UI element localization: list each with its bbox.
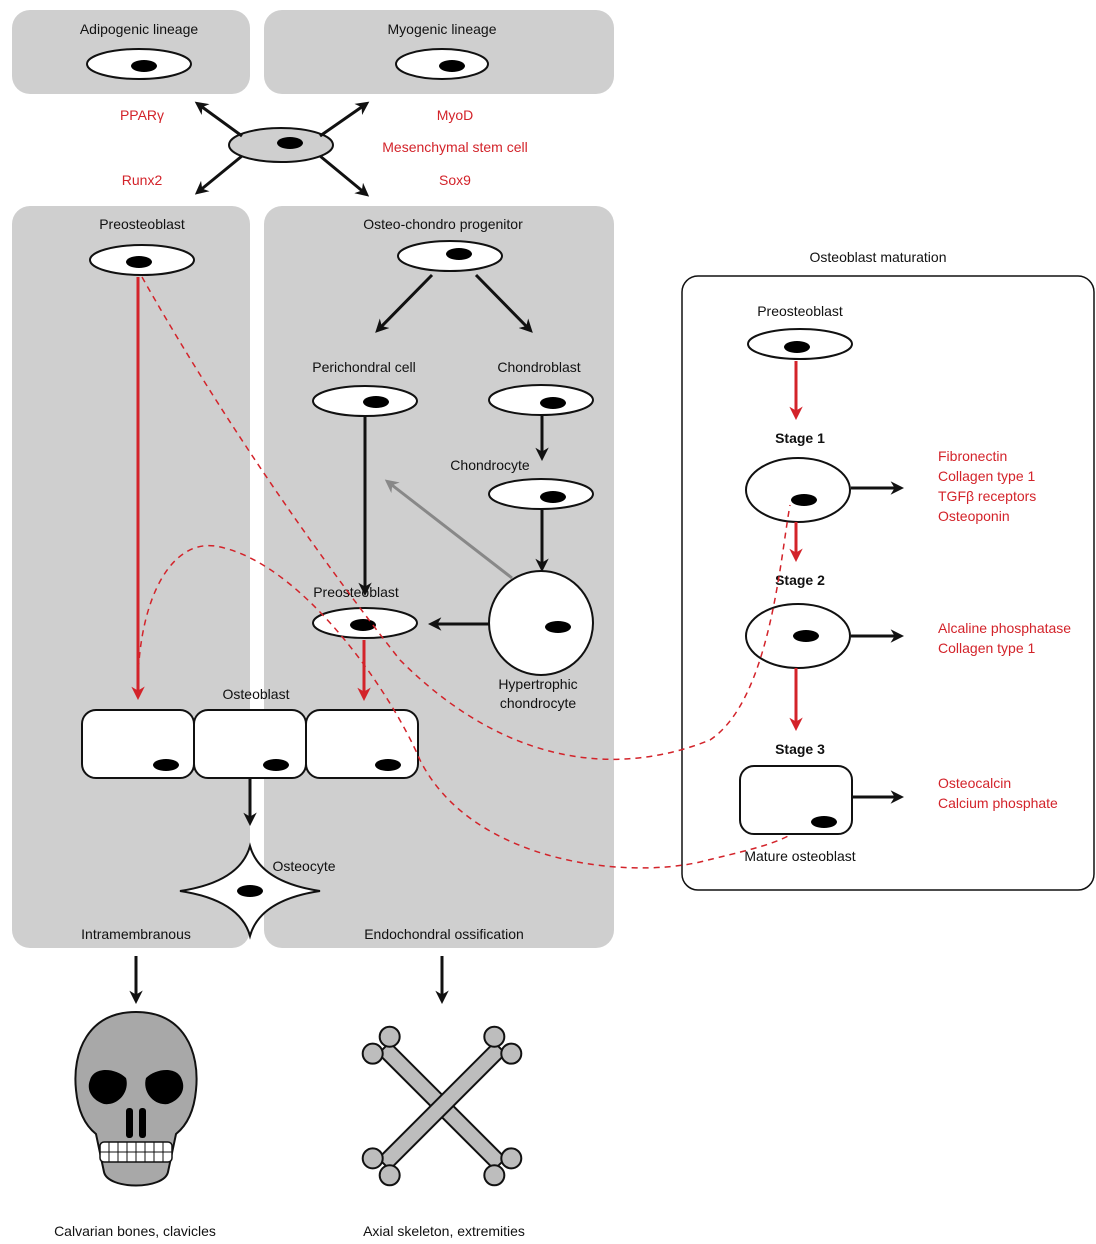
maturation-preosteoblast-nucleus	[784, 341, 810, 353]
myocyte-nucleus	[439, 60, 465, 72]
skull-caption: Calvarian bones, clavicles	[54, 1223, 216, 1239]
stage2-label: Stage 2	[775, 572, 825, 588]
arrow-to-adipogenic	[194, 101, 243, 138]
preosteoblast-left-nucleus	[126, 256, 152, 268]
osteo-chondro-nucleus	[446, 248, 472, 260]
stage3-nucleus	[811, 816, 837, 828]
arrow-to-chondroblast	[474, 273, 533, 333]
skull-illustration	[74, 1010, 198, 1187]
hypertrophic-chondrocyte-cell	[488, 570, 594, 676]
myogenic-title: Myogenic lineage	[388, 21, 497, 37]
stage2-nucleus	[793, 630, 819, 642]
mature-osteoblast-label: Mature osteoblast	[744, 848, 855, 864]
osteoblast-nucleus-1	[153, 759, 179, 771]
perichondral-label: Perichondral cell	[312, 359, 416, 375]
stage1-marker-4: Osteoponin	[938, 508, 1010, 524]
sox9-label: Sox9	[439, 172, 471, 188]
endochondral-label: Endochondral ossification	[364, 926, 524, 942]
arrow-to-preosteoblast	[194, 154, 243, 195]
preosteoblast-mid-label: Preosteoblast	[313, 584, 399, 600]
chondroblast-label: Chondroblast	[497, 359, 580, 375]
maturation-box	[681, 275, 1095, 891]
arrow-to-myogenic	[319, 101, 370, 138]
runx2-label: Runx2	[122, 172, 163, 188]
preosteoblast-mid-nucleus	[350, 619, 376, 631]
msc-label: Mesenchymal stem cell	[382, 139, 528, 155]
chondroblast-nucleus	[540, 397, 566, 409]
adipocyte-nucleus	[131, 60, 157, 72]
intramembranous-panel	[12, 206, 250, 948]
stage3-label: Stage 3	[775, 741, 825, 757]
crossed-bones-illustration	[361, 1025, 523, 1187]
stage1-cell	[745, 457, 851, 523]
preosteoblast-left-label: Preosteoblast	[99, 216, 185, 232]
arrow-to-perichondral	[375, 273, 434, 333]
intramembranous-label: Intramembranous	[81, 926, 191, 942]
adipogenic-title: Adipogenic lineage	[80, 21, 199, 37]
dashed-osteoblast-curve	[137, 544, 791, 869]
osteocyte-nucleus	[237, 885, 263, 897]
hypertrophic-label-1: Hypertrophic	[498, 676, 577, 692]
stage1-nucleus	[791, 494, 817, 506]
maturation-preosteoblast-label: Preosteoblast	[757, 303, 843, 319]
chondroblast-cell	[488, 384, 594, 416]
stage1-marker-1: Fibronectin	[938, 448, 1007, 464]
perichondral-nucleus	[363, 396, 389, 408]
bones-caption: Axial skeleton, extremities	[363, 1223, 525, 1239]
osteoblast-nucleus-2	[263, 759, 289, 771]
hypertrophic-nucleus	[545, 621, 571, 633]
osteo-chondro-label: Osteo-chondro progenitor	[363, 216, 523, 232]
osteoblast-cell-3	[305, 709, 419, 779]
chondrocyte-cell	[488, 478, 594, 510]
chondrocyte-label: Chondrocyte	[450, 457, 530, 473]
stage2-marker-1: Alcaline phosphatase	[938, 620, 1071, 636]
dashed-preosteoblast-to-stage1	[141, 276, 791, 761]
maturation-title: Osteoblast maturation	[810, 249, 947, 265]
hypertrophic-label-2: chondrocyte	[500, 695, 576, 711]
osteoblast-cell-2	[193, 709, 307, 779]
myod-label: MyoD	[437, 107, 474, 123]
stage3-marker-2: Calcium phosphate	[938, 795, 1058, 811]
stage3-marker-1: Osteocalcin	[938, 775, 1011, 791]
arrow-to-osteo-chondro	[319, 154, 370, 197]
osteocyte-label: Osteocyte	[272, 858, 335, 874]
osteoblast-nucleus-3	[375, 759, 401, 771]
stage1-label: Stage 1	[775, 430, 825, 446]
stage1-marker-3: TGFβ receptors	[938, 488, 1036, 504]
chondrocyte-nucleus	[540, 491, 566, 503]
gray-arrow-hypertrophic-to-perichondral	[384, 479, 513, 580]
stage1-marker-2: Collagen type 1	[938, 468, 1036, 484]
ppar-gamma-label: PPARγ	[120, 107, 164, 123]
msc-nucleus	[277, 137, 303, 149]
osteoblast-label: Osteoblast	[223, 686, 290, 702]
stage2-marker-2: Collagen type 1	[938, 640, 1036, 656]
